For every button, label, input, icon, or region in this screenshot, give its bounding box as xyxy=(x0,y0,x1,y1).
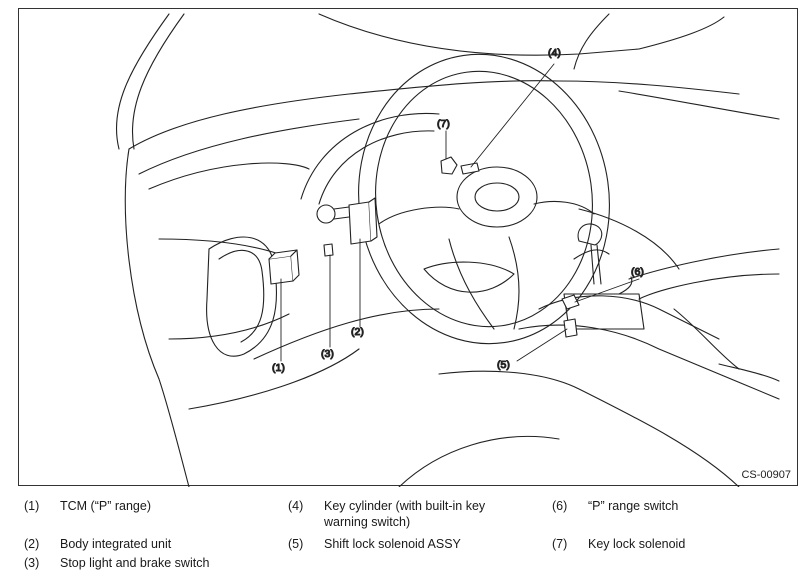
callout-6: (6) xyxy=(631,266,644,278)
windshield-lines xyxy=(115,13,725,150)
legend-number: (5) xyxy=(288,537,304,551)
steering-wheel xyxy=(358,53,610,345)
callout-4: (4) xyxy=(548,47,561,59)
dashboard-outline xyxy=(124,80,780,487)
legend-text: Stop light and brake switch xyxy=(60,556,210,570)
side-panel xyxy=(206,236,277,357)
leader-lines xyxy=(280,63,640,362)
callout-3: (3) xyxy=(321,348,334,360)
legend-text: Key cylinder (with built-in key xyxy=(324,499,486,513)
car-interior-line-drawing: (1) (2) (3) (4) (5) (6) (7) xyxy=(115,13,780,487)
legend-text-continued: warning switch) xyxy=(324,515,411,529)
legend-item-3: (3) Stop light and brake switch xyxy=(24,555,274,573)
instrument-hood xyxy=(300,112,440,205)
legend-item-4: (4) Key cylinder (with built-in key warn… xyxy=(288,498,538,532)
legend-number: (6) xyxy=(552,499,568,513)
legend-text: TCM (“P” range) xyxy=(60,499,151,513)
legend-text: Key lock solenoid xyxy=(588,537,686,551)
component-shapes xyxy=(268,156,580,338)
callout-1: (1) xyxy=(272,362,285,374)
legend-item-6: (6) “P” range switch xyxy=(552,498,792,516)
legend-item-1: (1) TCM (“P” range) xyxy=(24,498,274,516)
legend-text: “P” range switch xyxy=(588,499,679,513)
callout-7: (7) xyxy=(437,118,450,130)
legend-number: (7) xyxy=(552,537,568,551)
component-location-diagram: (1) (2) (3) (4) (5) (6) (7) CS-00907 xyxy=(18,8,798,487)
center-console xyxy=(398,208,780,487)
legend-number: (3) xyxy=(24,556,40,570)
callout-5: (5) xyxy=(497,359,510,371)
legend-item-2: (2) Body integrated unit xyxy=(24,536,274,554)
callout-2: (2) xyxy=(351,326,364,338)
legend-text: Shift lock solenoid ASSY xyxy=(324,537,461,551)
legend-number: (1) xyxy=(24,499,40,513)
figure-id-label: CS-00907 xyxy=(741,469,791,481)
legend-text: Body integrated unit xyxy=(60,537,172,551)
legend-item-7: (7) Key lock solenoid xyxy=(552,536,792,554)
legend-number: (4) xyxy=(288,499,304,513)
legend-item-5: (5) Shift lock solenoid ASSY xyxy=(288,536,538,554)
legend-number: (2) xyxy=(24,537,40,551)
